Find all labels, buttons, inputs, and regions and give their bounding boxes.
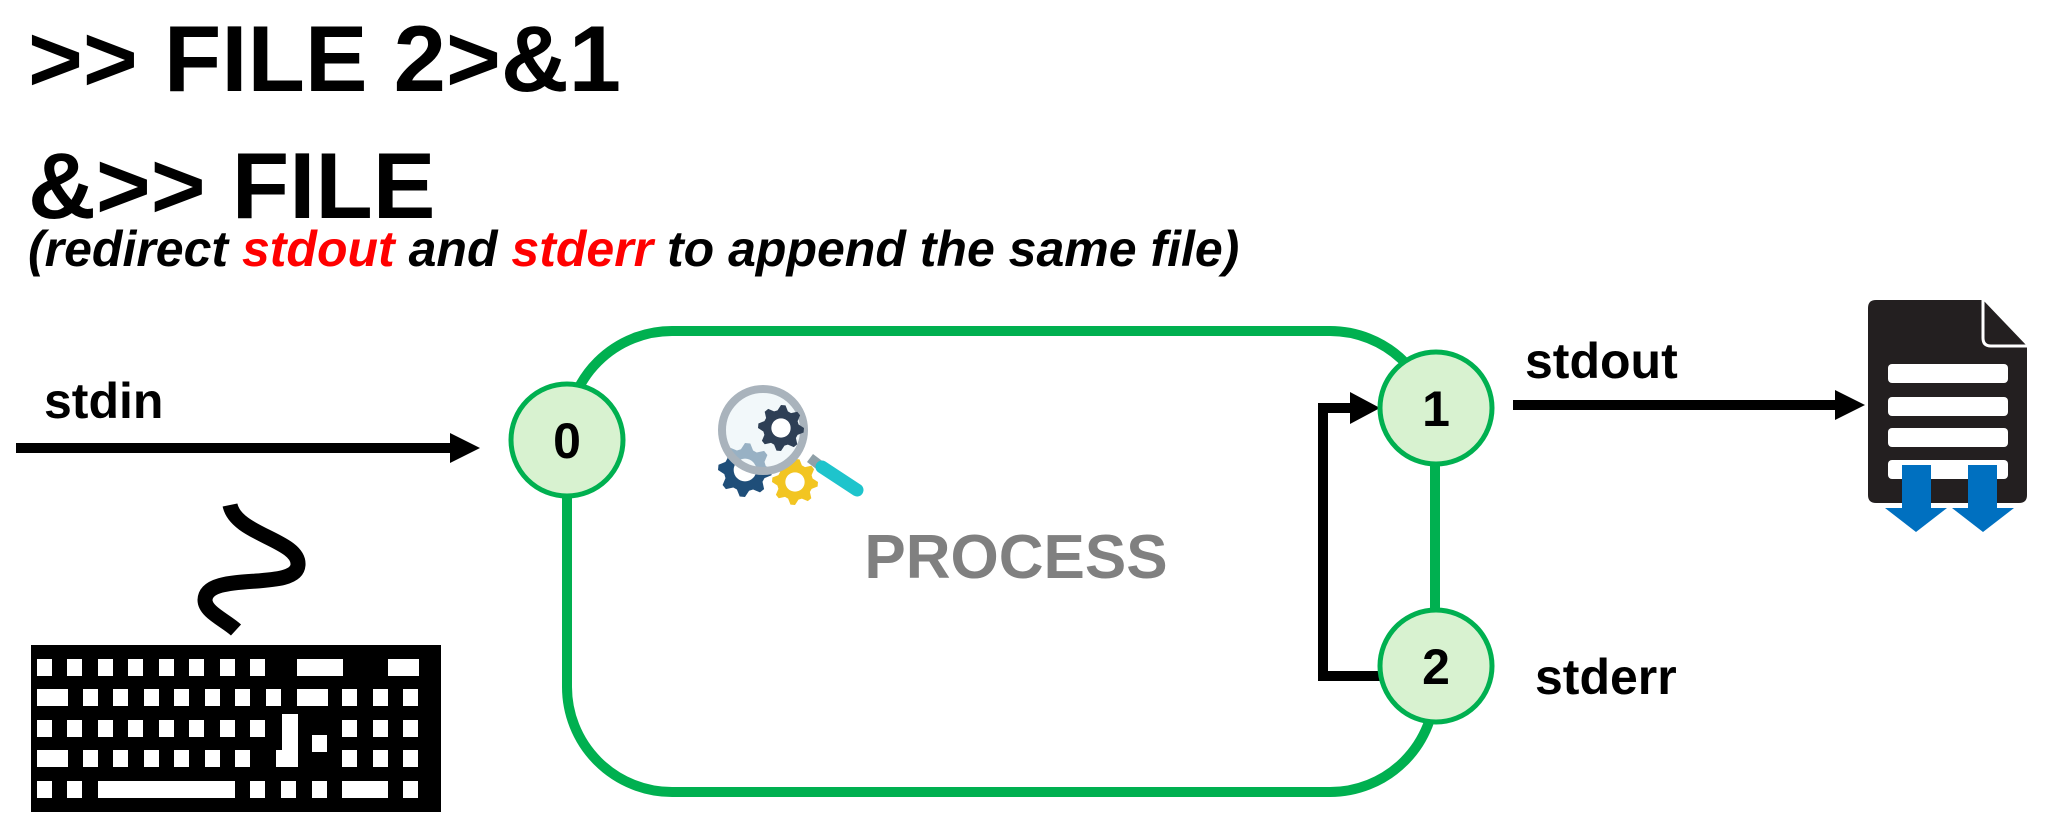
- fd2-node: 2: [1377, 607, 1495, 725]
- keyboard-key: [144, 750, 159, 767]
- keyboard-key: [37, 720, 52, 737]
- keyboard-key: [250, 720, 265, 737]
- stderr-label: stderr: [1535, 649, 1677, 705]
- keyboard-key: [67, 781, 82, 798]
- keyboard-key: [37, 750, 68, 767]
- stdin-label: stdin: [44, 373, 163, 429]
- keyboard-key: [403, 720, 418, 737]
- keyboard-key: [98, 720, 113, 737]
- stdout-arrow: [1513, 390, 1865, 420]
- subtitle-stderr: stderr: [511, 221, 655, 277]
- keyboard-key: [174, 750, 189, 767]
- keyboard-key: [205, 689, 220, 706]
- keyboard-key: [144, 689, 159, 706]
- fd0-node: 0: [508, 381, 626, 499]
- keyboard-key: [373, 750, 388, 767]
- keyboard-key: [83, 750, 98, 767]
- keyboard-key: [388, 659, 419, 676]
- keyboard-key: [235, 750, 250, 767]
- keyboard-key: [342, 781, 388, 798]
- keyboard-key: [342, 689, 357, 706]
- keyboard-key: [312, 781, 327, 798]
- keyboard-key: [205, 750, 220, 767]
- keyboard-cable: [197, 502, 306, 636]
- gear-yellow-icon-hole: [785, 472, 805, 492]
- fd1-node: 1: [1377, 349, 1495, 467]
- keyboard-key: [250, 781, 265, 798]
- heading-line-2: &>> FILE: [28, 133, 435, 238]
- keyboard-enter-key: [276, 714, 298, 767]
- stdin-arrow: [16, 433, 480, 463]
- keyboard-key: [37, 689, 68, 706]
- stderr-to-stdout-arrow: [1318, 392, 1381, 681]
- keyboard-key: [113, 750, 128, 767]
- keyboard-key: [373, 720, 388, 737]
- file-append-icon: [1868, 300, 2027, 532]
- keyboard-key: [373, 689, 388, 706]
- keyboard-key: [250, 659, 265, 676]
- process-label: PROCESS: [864, 523, 1167, 592]
- subtitle-and: and: [395, 221, 512, 277]
- keyboard-key: [67, 659, 82, 676]
- keyboard-key: [159, 659, 174, 676]
- keyboard-key: [37, 781, 52, 798]
- keyboard-key: [403, 689, 418, 706]
- keyboard-key: [113, 689, 128, 706]
- keyboard-key: [342, 750, 357, 767]
- keyboard-key: [220, 659, 235, 676]
- append-arrows-icon: [1885, 465, 2014, 532]
- keyboard-key: [189, 659, 204, 676]
- keyboard-key: [403, 750, 418, 767]
- keyboard-key: [189, 720, 204, 737]
- keyboard-key: [98, 781, 235, 798]
- fd1-label: 1: [1422, 381, 1450, 437]
- keyboard-key: [174, 689, 189, 706]
- subtitle-rest: to append the same file): [653, 221, 1239, 277]
- gears-magnifier-icon: [718, 385, 864, 505]
- keyboard-key: [67, 720, 82, 737]
- keyboard-key: [83, 689, 98, 706]
- keyboard-key: [220, 720, 235, 737]
- keyboard-key: [297, 689, 328, 706]
- keyboard-key: [128, 659, 143, 676]
- keyboard-key: [297, 659, 343, 676]
- gear-dark-icon-hole: [771, 418, 791, 438]
- keyboard-key: [342, 720, 357, 737]
- subtitle-open: (redirect: [28, 221, 242, 277]
- keyboard-key: [312, 735, 327, 752]
- keyboard-key: [37, 659, 52, 676]
- keyboard-key: [159, 720, 174, 737]
- stdout-label: stdout: [1525, 333, 1678, 389]
- fd2-label: 2: [1422, 639, 1450, 695]
- heading-line-1: >> FILE 2>&1: [28, 6, 621, 111]
- process-box: [562, 326, 1440, 797]
- keyboard-icon: [31, 645, 441, 812]
- subtitle-stdout: stdout: [242, 221, 397, 277]
- keyboard-key: [281, 781, 296, 798]
- keyboard-key: [98, 659, 113, 676]
- keyboard-key: [128, 720, 143, 737]
- keyboard-key: [403, 781, 418, 798]
- keyboard-key: [235, 689, 250, 706]
- keyboard-key: [266, 689, 281, 706]
- fd0-label: 0: [553, 413, 581, 469]
- subtitle: (redirect stdout and stderr to append th…: [28, 221, 1239, 277]
